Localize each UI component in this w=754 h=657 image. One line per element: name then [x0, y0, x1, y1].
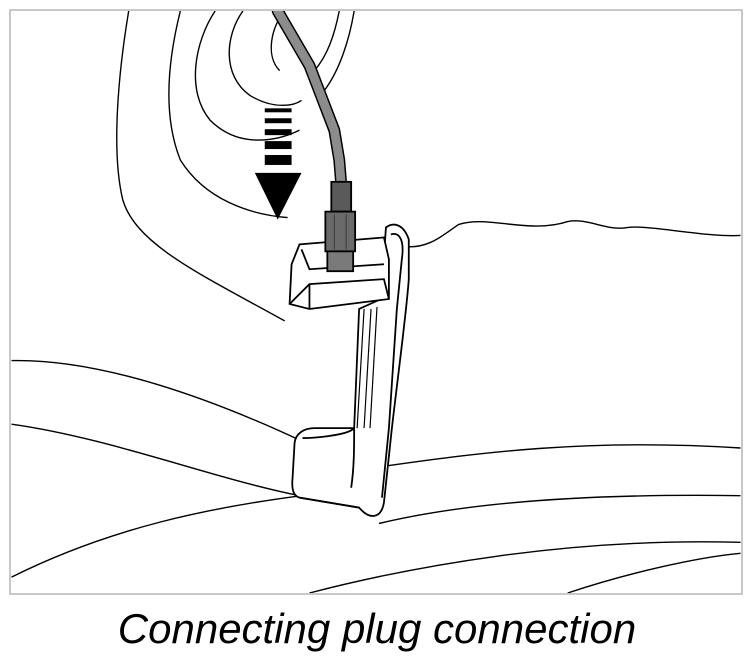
bracket-socket-icon: [288, 223, 410, 517]
connector-plug-icon: [324, 180, 357, 273]
insert-direction-arrow-icon: [254, 108, 302, 220]
figure-caption: Connecting plug connection: [117, 605, 637, 652]
background-contours: [11, 11, 741, 593]
illustration-frame: [9, 9, 743, 595]
cable-icon: [271, 11, 348, 191]
plug-connection-illustration: [11, 11, 741, 593]
